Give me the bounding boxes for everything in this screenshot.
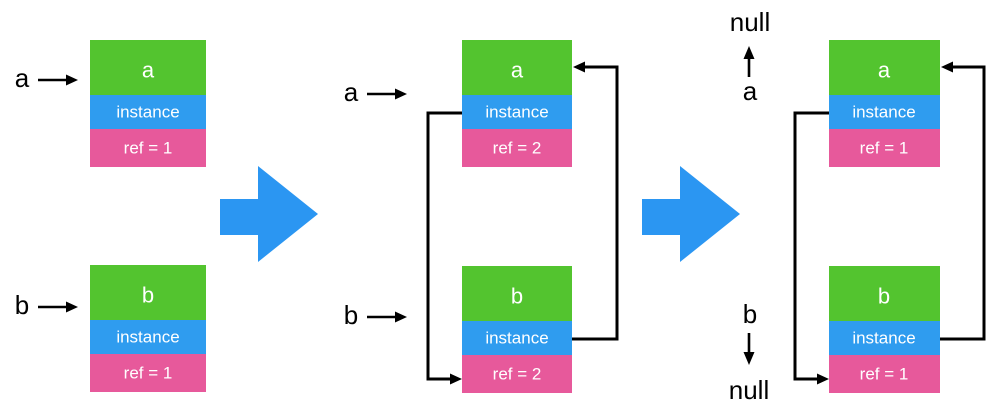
arrowhead-icon <box>817 373 829 385</box>
object-box-b: b instance ref = 1 <box>829 266 940 393</box>
var-label-b: b <box>344 300 358 330</box>
instance-label: instance <box>116 103 179 122</box>
refcount-label: ref = 1 <box>860 139 909 158</box>
refcount-label: ref = 1 <box>124 139 173 158</box>
arrowhead-icon <box>450 373 462 385</box>
refcount-row <box>462 355 572 393</box>
class-row <box>90 40 206 95</box>
reference-line-b-to-a <box>940 61 986 341</box>
object-box-a: a instance ref = 1 <box>90 40 206 167</box>
refcount-label: ref = 2 <box>493 139 542 158</box>
pointer-arrow-b <box>38 301 78 313</box>
null-arrow-a <box>743 46 755 77</box>
class-name: b <box>142 283 154 308</box>
object-box-a: a instance ref = 2 <box>462 40 572 167</box>
var-label-a: a <box>344 77 359 107</box>
refcount-row <box>90 129 206 167</box>
arrowhead-icon <box>66 74 78 86</box>
refcount-row <box>462 129 572 167</box>
null-label-bottom: null <box>729 375 769 405</box>
arrowhead-icon <box>941 61 953 73</box>
class-name: a <box>142 58 155 83</box>
instance-row <box>90 95 206 129</box>
arrowhead-icon <box>66 301 78 313</box>
instance-label: instance <box>852 329 915 348</box>
object-box-b: b instance ref = 1 <box>90 265 206 392</box>
refcount-row <box>90 354 206 392</box>
pointer-arrow-a <box>38 74 78 86</box>
class-name: a <box>511 58 524 83</box>
refcount-label: ref = 1 <box>860 365 909 384</box>
var-label-a: a <box>15 63 30 93</box>
pointer-arrow-a <box>367 88 407 100</box>
arrowhead-icon <box>743 46 755 59</box>
instance-row <box>462 95 572 129</box>
class-name: b <box>878 284 890 309</box>
instance-row <box>90 320 206 354</box>
class-row <box>829 266 940 321</box>
arrowhead-icon <box>743 352 755 365</box>
class-row <box>462 40 572 95</box>
instance-label: instance <box>485 329 548 348</box>
pointer-arrow-b <box>367 311 407 323</box>
arrowhead-icon <box>395 311 407 323</box>
null-arrow-b <box>743 333 755 365</box>
object-box-a: a instance ref = 1 <box>829 40 940 167</box>
transition-arrow-icon <box>220 166 318 262</box>
instance-row <box>829 95 940 129</box>
null-label-top: null <box>730 7 770 37</box>
instance-row <box>829 321 940 355</box>
refcount-row <box>829 355 940 393</box>
class-name: a <box>878 58 891 83</box>
panel-initial: a a instance ref = 1 b b instance ref = … <box>15 40 206 392</box>
arrowhead-icon <box>395 88 407 100</box>
arrowhead-icon <box>573 61 585 73</box>
instance-label: instance <box>852 103 915 122</box>
reference-line-a-to-b <box>426 111 462 385</box>
class-name: b <box>511 284 523 309</box>
var-label-b: b <box>15 290 29 320</box>
transition-arrow-icon <box>642 166 740 262</box>
class-row <box>462 266 572 321</box>
refcount-row <box>829 129 940 167</box>
refcount-label: ref = 2 <box>493 365 542 384</box>
panel-cycle: a a instance ref = 2 b b instance ref = … <box>344 40 619 393</box>
instance-row <box>462 321 572 355</box>
var-label-b: b <box>743 299 757 329</box>
var-label-a: a <box>743 76 758 106</box>
object-box-b: b instance ref = 2 <box>462 266 572 393</box>
class-row <box>90 265 206 320</box>
instance-label: instance <box>116 328 179 347</box>
class-row <box>829 40 940 95</box>
panel-null: null a a instance ref = 1 b null b insta… <box>729 7 986 405</box>
reference-line-a-to-b <box>793 111 829 385</box>
reference-line-b-to-a <box>572 61 619 341</box>
instance-label: instance <box>485 103 548 122</box>
refcount-label: ref = 1 <box>124 364 173 383</box>
